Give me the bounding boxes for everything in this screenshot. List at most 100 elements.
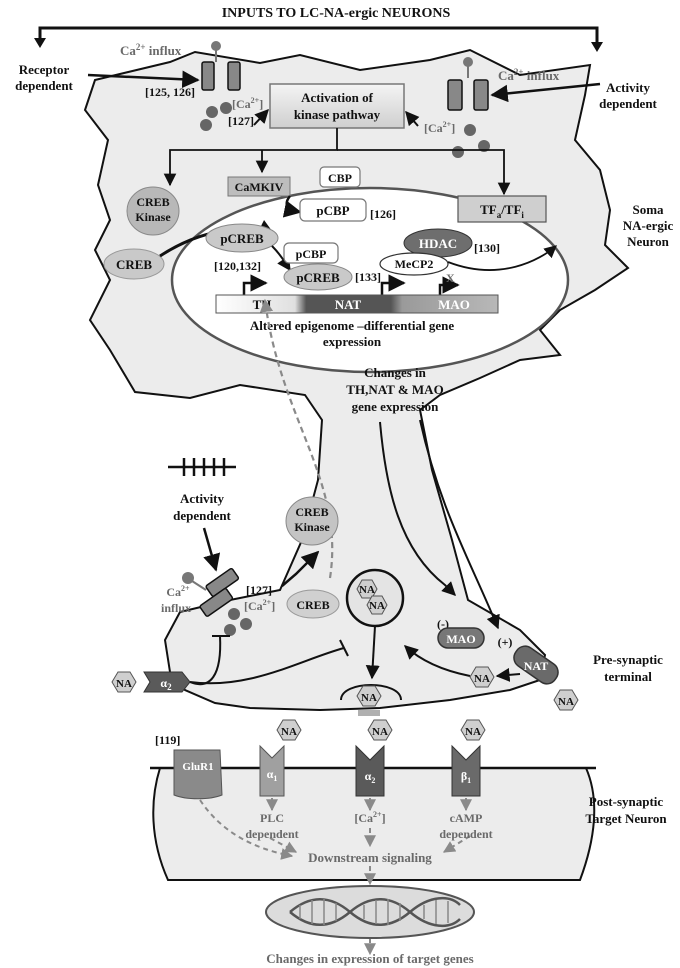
svg-text:α2: α2 — [365, 769, 376, 785]
svg-text:NA: NA — [359, 584, 375, 596]
activity-dependent-label-1: Activity — [606, 80, 651, 95]
terminal-ca-int: [Ca2+] — [244, 598, 275, 613]
creb-terminal: CREB — [286, 589, 340, 619]
svg-text:GluR1: GluR1 — [182, 761, 213, 773]
mao-enzyme: MAO — [437, 627, 485, 649]
na-extracellular-right: NA — [553, 689, 579, 711]
released-na: NA NA NA — [276, 719, 486, 741]
nat-transporter: NAT — [513, 645, 559, 685]
svg-text:NA: NA — [369, 600, 385, 612]
ca-int-label-right: [Ca2+] — [424, 120, 455, 135]
creb-soma: CREB — [103, 248, 165, 280]
terminal-ca-influx-2: influx — [161, 601, 191, 615]
repression-x: X — [446, 271, 455, 285]
svg-text:MeCP2: MeCP2 — [395, 257, 434, 271]
hdac-complex: HDAC MeCP2 — [379, 228, 473, 276]
postsynaptic-label-1: Post-synaptic — [589, 794, 664, 809]
ref-120-132: [120,132] — [214, 259, 261, 273]
plc-label-1: PLC — [260, 811, 284, 825]
soma-label-1: Soma — [632, 202, 664, 217]
soma-label-2: NA-ergic — [623, 218, 674, 233]
svg-text:NA: NA — [281, 726, 297, 738]
na-extracellular-left: NA — [111, 671, 137, 693]
epigenome-label-2: expression — [323, 334, 382, 349]
changes-label-3: gene expression — [352, 399, 440, 414]
postsynaptic-label-2: Target Neuron — [585, 811, 667, 826]
ref-119: [119] — [155, 733, 180, 747]
glur1-receptor: GluR1 — [173, 749, 223, 800]
plus-regulation: (+) — [498, 635, 513, 649]
epigenome-label-1: Altered epigenome –differential gene — [250, 318, 454, 333]
svg-text:CBP: CBP — [328, 171, 352, 185]
activity-dependent-channel — [447, 57, 601, 111]
camkiv-box: CaMKIV — [227, 176, 291, 197]
terminal-ca-influx-1: Ca2+ — [166, 584, 190, 599]
tf-box: TFa/TFi — [457, 195, 547, 223]
svg-text:NA: NA — [558, 696, 574, 708]
pcbp-box-2: pCBP — [283, 242, 339, 264]
promoter-arrows — [242, 274, 460, 295]
svg-text:CREB: CREB — [296, 598, 329, 612]
pcreb-1: pCREB — [205, 223, 279, 253]
gene-mao: MAO — [438, 297, 470, 312]
svg-text:CREB: CREB — [295, 505, 328, 519]
calcium-ions-left — [200, 102, 232, 131]
kinase-pathway-label-2: kinase pathway — [294, 107, 381, 122]
alpha1-receptor: α1 — [259, 744, 285, 797]
ref-133: [133] — [355, 270, 381, 284]
cbp-box: CBP — [319, 166, 361, 188]
svg-text:CREB: CREB — [136, 195, 169, 209]
kinase-pathway-label-1: Activation of — [301, 90, 374, 105]
post-ca-label: [Ca2+] — [354, 810, 385, 825]
creb-kinase-soma: CREB Kinase — [126, 186, 180, 236]
receptor-dependent-input: Receptor dependent — [15, 62, 200, 93]
retrograde-signal-path — [259, 298, 334, 579]
svg-text:NAT: NAT — [524, 659, 548, 673]
ref-127-terminal: [127] — [246, 583, 272, 597]
svg-text:pCREB: pCREB — [296, 270, 340, 285]
calcium-ions-right — [452, 124, 490, 158]
changes-label-2: TH,NAT & MAO — [346, 382, 443, 397]
gene-th: TH — [253, 297, 272, 312]
terminal-activity-label-1: Activity — [180, 491, 225, 506]
terminal-activity-label-2: dependent — [173, 508, 231, 523]
svg-text:NA: NA — [361, 692, 377, 704]
input-bracket — [34, 26, 603, 52]
svg-text:NA: NA — [465, 726, 481, 738]
terminal-calcium-ions — [224, 608, 252, 636]
creb-kinase-terminal: CREB Kinase — [285, 496, 339, 546]
svg-text:pCBP: pCBP — [296, 247, 327, 261]
presynaptic-label-1: Pre-synaptic — [593, 652, 663, 667]
svg-text:MAO: MAO — [446, 632, 475, 646]
kinase-pathway-box: Activation of kinase pathway — [269, 83, 405, 129]
pcbp-box-1: pCBP — [299, 198, 367, 222]
diagram-title: INPUTS TO LC-NA-ergic NEURONS — [222, 6, 451, 21]
svg-text:HDAC: HDAC — [419, 236, 457, 251]
ca-influx-label-right: Ca2+ influx — [498, 67, 560, 83]
footer-label: Changes in expression of target genes — [266, 951, 473, 966]
na-reuptake: NA — [469, 666, 495, 688]
svg-text:α1: α1 — [267, 767, 278, 783]
downstream-arrows — [199, 798, 472, 956]
receptor-dependent-label-1: Receptor — [19, 62, 70, 77]
camp-label-1: cAMP — [450, 811, 483, 825]
svg-text:NA: NA — [372, 726, 388, 738]
presynaptic-label-2: terminal — [604, 669, 652, 684]
alpha2-inhibition — [189, 635, 349, 686]
pcreb-2: pCREB — [283, 263, 353, 291]
kinase-branch-arrows — [163, 128, 511, 196]
activity-dependent-label-2: dependent — [599, 96, 657, 111]
ca-int-label-left: [Ca2+] — [232, 96, 263, 111]
ref-125-126: [125, 126] — [145, 85, 195, 99]
na-vesicle: NA NA — [345, 568, 405, 628]
soma-to-nat-arrow — [419, 419, 500, 630]
gene-nat: NAT — [335, 297, 362, 312]
alpha2-autoreceptor: α2 — [143, 671, 191, 693]
camp-label-2: dependent — [439, 827, 492, 841]
ca-influx-label-left: Ca2+ influx — [120, 42, 182, 58]
svg-text:α2: α2 — [160, 676, 172, 692]
svg-text:Kinase: Kinase — [294, 520, 330, 534]
gene-bar: TH NAT MAO — [215, 294, 499, 314]
svg-text:NA: NA — [116, 678, 132, 690]
